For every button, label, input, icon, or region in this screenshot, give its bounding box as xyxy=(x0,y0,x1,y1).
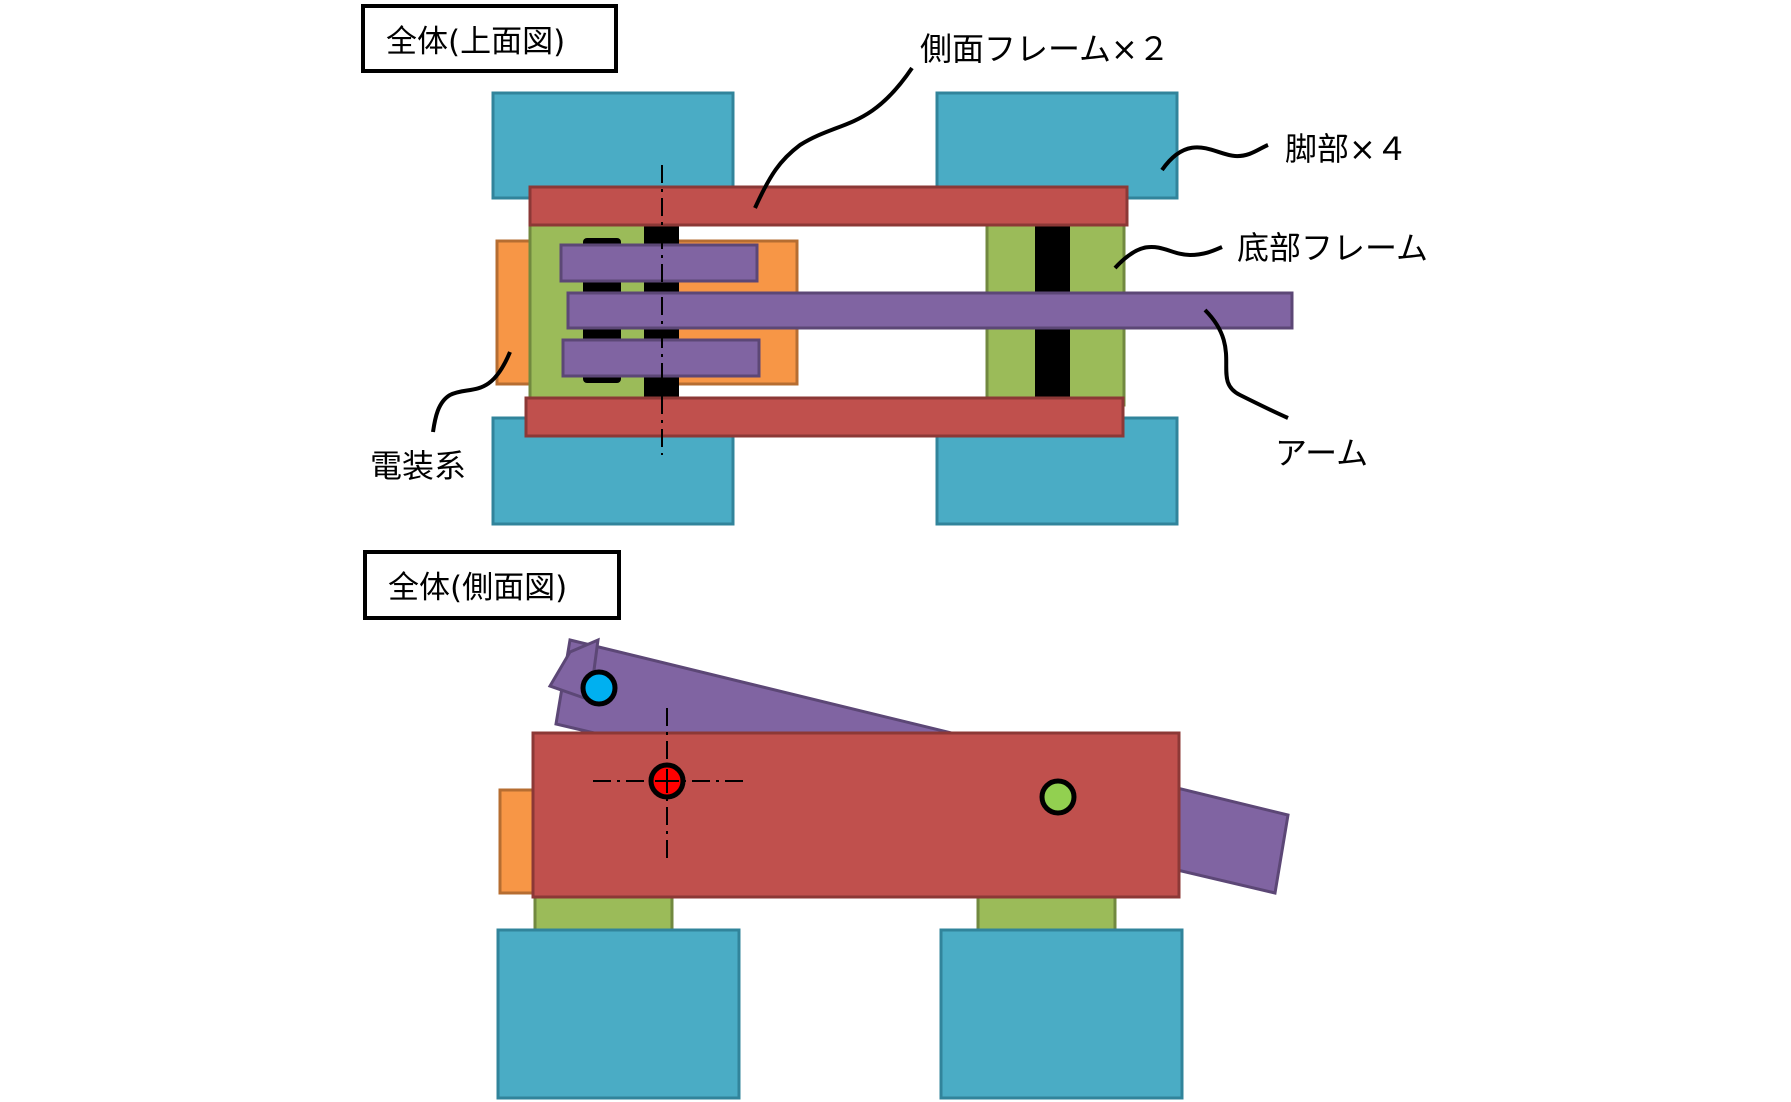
side-view-title-box: 全体(側面図) xyxy=(363,550,621,620)
label-side-frame: 側面フレーム×２ xyxy=(920,30,1170,68)
label-electrical: 電装系 xyxy=(370,447,466,485)
side-frame-top xyxy=(528,185,1129,227)
side-frame-side xyxy=(531,731,1181,899)
top-view-title: 全体(上面図) xyxy=(386,24,565,60)
top-view-title-box: 全体(上面図) xyxy=(361,4,618,73)
leg-side-left xyxy=(496,928,741,1100)
label-leg: 脚部×４ xyxy=(1285,130,1408,168)
label-arm: アーム xyxy=(1275,434,1368,472)
side-frame-bottom xyxy=(524,396,1125,438)
arm-long xyxy=(566,291,1294,330)
label-bottom-frame: 底部フレーム xyxy=(1237,229,1428,267)
leader-electrical xyxy=(431,351,512,433)
leg-front-left xyxy=(491,91,735,200)
leader-side-frame xyxy=(753,66,914,209)
joint-arm-tip xyxy=(580,669,618,707)
joint-green xyxy=(1039,778,1077,816)
top-view: 全体(上面図) 側面フレーム×２ 脚部×４ 底部 xyxy=(361,4,1428,526)
side-view-title: 全体(側面図) xyxy=(388,570,567,606)
arm-upper-left xyxy=(559,243,759,283)
side-view: 全体(側面図) xyxy=(363,550,1290,1100)
leader-leg xyxy=(1160,143,1269,172)
leader-arm xyxy=(1203,308,1289,420)
leg-front-right xyxy=(935,91,1179,200)
leader-bottom-frame xyxy=(1113,244,1223,270)
leg-side-right xyxy=(939,928,1184,1100)
